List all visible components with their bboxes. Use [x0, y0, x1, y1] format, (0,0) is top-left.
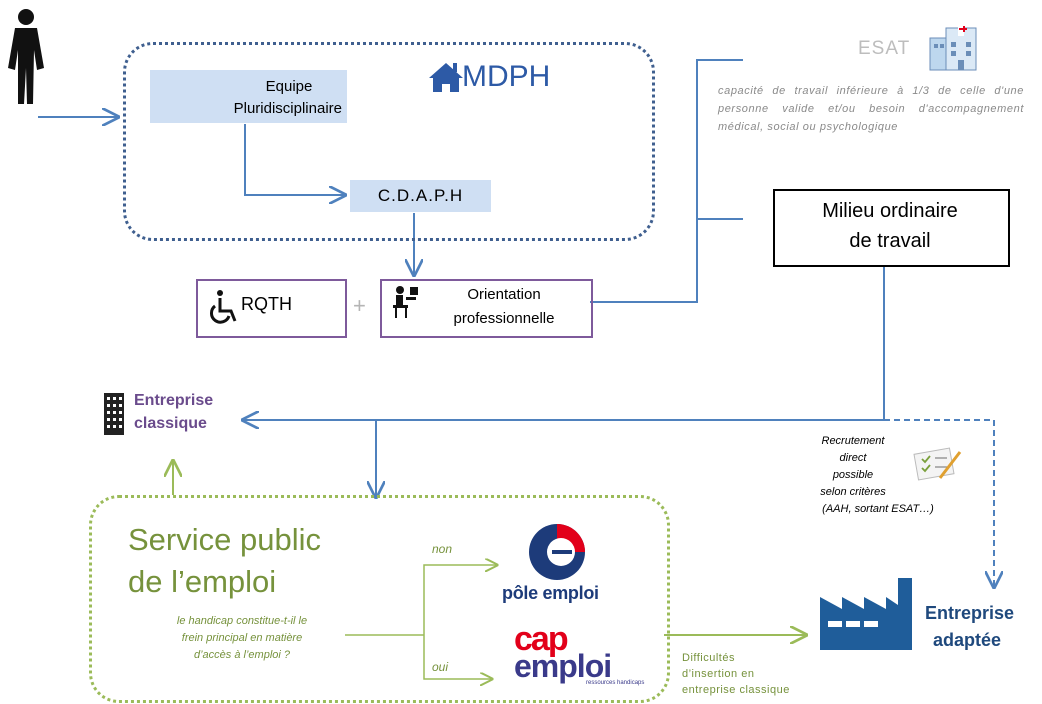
- esat-label: ESAT: [858, 38, 911, 59]
- dashed-arrow-to-adaptee: [884, 419, 994, 587]
- recrutement-line3: possible: [832, 469, 874, 481]
- difficultes-line3: entreprise classique: [682, 684, 790, 696]
- entreprise-adaptee-label: Entreprise adaptée: [925, 600, 1042, 654]
- branch-non-label: non: [432, 542, 453, 556]
- orientation-line2: professionnelle: [453, 310, 555, 327]
- service-public-line2: de l’emploi: [128, 564, 277, 599]
- equipe-label: Equipe Pluridisciplinaire: [196, 76, 342, 120]
- milieu-ordinaire-label: Milieu ordinaire de travail: [776, 196, 1004, 256]
- service-public-title: Service public de l’emploi: [128, 519, 321, 603]
- desk-worker-icon: [393, 286, 418, 318]
- cap-emploi-cap: cap: [514, 620, 569, 658]
- equipe-box: [150, 70, 347, 123]
- orientation-box: [380, 279, 593, 338]
- arrow-non: [423, 565, 497, 635]
- recrutement-line1: Recrutement: [821, 435, 885, 447]
- rqth-box: [196, 279, 347, 338]
- milieu-line2: de travail: [849, 230, 931, 252]
- orientation-label: Orientation professionnelle: [420, 283, 588, 331]
- entreprise-adaptee-line1: Entreprise: [925, 603, 1015, 623]
- bracket-orientation: [590, 59, 743, 303]
- mdph-container: [123, 42, 655, 241]
- equipe-line1: Equipe: [265, 78, 313, 95]
- difficultes-note: Difficultés d’insertion en entreprise cl…: [682, 650, 790, 698]
- wheelchair-icon: [210, 290, 237, 324]
- entreprise-classique-line1: Entreprise: [134, 392, 214, 409]
- mdph-title: MDPH: [462, 60, 551, 93]
- difficultes-line1: Difficultés: [682, 652, 735, 664]
- recrutement-note: Recrutement direct possible selon critèr…: [788, 433, 988, 518]
- recrutement-line5: (AAH, sortant ESAT…): [822, 503, 934, 515]
- entreprise-classique-label: Entreprise classique: [134, 389, 213, 435]
- cap-emploi-emploi: emploi: [514, 648, 612, 684]
- recrutement-line4: selon critères: [820, 486, 886, 498]
- milieu-line1: Milieu ordinaire: [822, 200, 958, 222]
- entreprise-adaptee-line2: adaptée: [933, 630, 1002, 650]
- arrow-oui: [423, 635, 492, 679]
- pole-emploi-label: pôle emploi: [502, 583, 599, 603]
- esat-description: capacité de travail inférieure à 1/3 de …: [718, 85, 1024, 133]
- branch-oui-label: oui: [432, 660, 449, 674]
- building-icon: [104, 393, 124, 435]
- hospital-icon: [929, 24, 977, 71]
- arrow-equipe-to-cdaph: [244, 124, 345, 195]
- checklist-icon: [913, 447, 962, 481]
- person-icon: [8, 9, 44, 104]
- service-public-container: [89, 495, 670, 703]
- service-public-line1: Service public: [128, 522, 321, 557]
- question-line3: d’accès à l’emploi ?: [194, 649, 290, 661]
- cap-emploi-subtitle: ressources handicaps: [586, 680, 645, 686]
- equipe-line2: Pluridisciplinaire: [233, 100, 342, 117]
- cdaph-box: C.D.A.P.H: [350, 180, 491, 212]
- service-public-question: le handicap constitue-t-il le frein prin…: [152, 613, 332, 664]
- rqth-label: RQTH: [241, 294, 292, 314]
- entreprise-classique-line2: classique: [134, 415, 207, 432]
- factory-icon: [820, 578, 912, 650]
- difficultes-line2: d’insertion en: [682, 668, 755, 680]
- recrutement-line2: direct: [839, 452, 867, 464]
- plus-sign: +: [353, 293, 366, 318]
- home-icon: [429, 63, 463, 92]
- question-line2: frein principal en matière: [181, 632, 303, 644]
- orientation-line1: Orientation: [467, 286, 541, 303]
- pole-emploi-logo-icon: [529, 524, 585, 580]
- question-line1: le handicap constitue-t-il le: [176, 615, 308, 627]
- milieu-ordinaire-box: [773, 189, 1010, 267]
